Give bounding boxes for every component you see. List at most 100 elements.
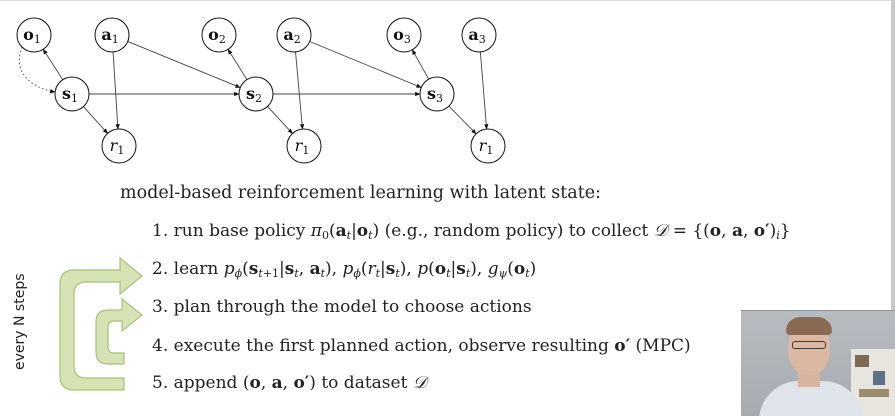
step-1-text-a: run base policy <box>173 221 311 241</box>
node-o1: o1 <box>16 17 52 53</box>
subtitle: model-based reinforcement learning with … <box>120 183 601 203</box>
step-2-number: 2. <box>152 259 169 279</box>
step-3-number: 3. <box>152 297 169 317</box>
edge-o1-to-s1 <box>19 46 56 94</box>
webcam-person-glasses <box>792 341 826 349</box>
node-label-base: a <box>283 25 293 44</box>
step-5-formula-tuple: (o, a, o′) <box>242 373 316 393</box>
edge-a2-to-r1b <box>295 51 305 130</box>
node-label-base: r <box>479 136 488 155</box>
step-4: 4. execute the first planned action, obs… <box>152 336 691 356</box>
node-label-base: r <box>295 136 304 155</box>
node-circle <box>16 17 52 53</box>
node-r1c: r1 <box>470 128 506 164</box>
step-5-number: 5. <box>152 373 169 393</box>
edge-a3-to-r1c <box>479 51 489 130</box>
node-r1a: r1 <box>101 128 137 164</box>
loop-arrows <box>59 256 143 391</box>
webcam-shelf-item <box>855 355 869 367</box>
node-label-base: s <box>246 84 255 103</box>
node-label-subscript: 1 <box>112 33 119 46</box>
edge-s3-to-r1c <box>448 105 477 135</box>
webcam-shelf-item <box>859 389 889 397</box>
step-2-formula: pϕ(st+1|st, at), pϕ(rt|st), p(ot|st), gψ… <box>223 259 537 280</box>
node-label: o1 <box>23 25 41 46</box>
step-4-text-b: (MPC) <box>630 336 691 356</box>
node-circle <box>94 17 130 53</box>
right-border <box>891 0 895 415</box>
node-circle <box>201 17 237 53</box>
node-s1: s1 <box>54 76 90 112</box>
node-label: r1 <box>110 136 125 157</box>
step-1-formula-dataset: 𝒟 = {(o, a, o′)i} <box>653 221 791 242</box>
edge-s2-to-r1b <box>267 106 293 134</box>
webcam-video <box>741 310 895 416</box>
node-label: o3 <box>393 25 411 46</box>
edge-a2-to-s3 <box>309 41 422 88</box>
node-circle <box>238 76 274 112</box>
node-label-base: r <box>110 136 119 155</box>
node-circle <box>101 128 137 164</box>
node-label-base: o <box>23 25 34 44</box>
step-5-text-b: to dataset <box>315 373 413 393</box>
loop-label: every N steps <box>12 273 28 370</box>
node-label: a1 <box>101 25 118 46</box>
edge-s1-to-o1 <box>42 48 64 80</box>
node-s3: s3 <box>419 76 455 112</box>
step-5-text-a: append <box>173 373 243 393</box>
node-circle <box>461 17 497 53</box>
step-4-number: 4. <box>152 336 169 356</box>
inner-loop-arrow <box>95 297 143 365</box>
node-circle <box>419 76 455 112</box>
node-r1b: r1 <box>286 128 322 164</box>
node-label-subscript: 1 <box>302 144 309 157</box>
node-label: s2 <box>246 84 262 105</box>
step-2: 2. learn pϕ(st+1|st, at), pϕ(rt|st), p(o… <box>152 259 536 279</box>
node-label-subscript: 1 <box>34 33 41 46</box>
node-a1: a1 <box>94 17 130 53</box>
step-1-number: 1. <box>152 221 169 241</box>
diagram-edges <box>19 41 489 135</box>
node-circle <box>470 128 506 164</box>
node-label-base: a <box>468 25 478 44</box>
node-a3: a3 <box>461 17 497 53</box>
node-label-subscript: 1 <box>117 144 124 157</box>
webcam-person-hair <box>786 317 832 335</box>
step-5: 5. append (o, a, o′) to dataset 𝒟 <box>152 373 426 393</box>
step-1-text-b: (e.g., random policy) to collect <box>379 221 654 241</box>
node-label: o2 <box>208 25 226 46</box>
node-circle <box>286 128 322 164</box>
step-3-text: plan through the model to choose actions <box>173 297 532 317</box>
node-label-subscript: 3 <box>404 33 411 46</box>
node-label-subscript: 3 <box>479 33 486 46</box>
node-label: a2 <box>283 25 300 46</box>
edge-a1-to-r1a <box>112 51 120 130</box>
step-1-formula-policy: π0(at|ot) <box>310 221 380 242</box>
node-label-base: o <box>393 25 404 44</box>
step-4-formula: o′ <box>614 336 631 356</box>
edge-s3-to-o3 <box>411 49 430 80</box>
node-label: r1 <box>295 136 310 157</box>
node-label-subscript: 1 <box>71 92 78 105</box>
edge-s1-to-r1a <box>83 106 108 134</box>
node-circle <box>386 17 422 53</box>
node-a2: a2 <box>276 17 312 53</box>
node-label-base: o <box>208 25 219 44</box>
node-label-base: s <box>427 84 436 103</box>
step-5-formula-dataset: 𝒟 <box>412 373 427 393</box>
webcam-shelf-item <box>873 371 885 385</box>
top-border <box>0 0 895 1</box>
node-label: s1 <box>62 84 78 105</box>
node-label-subscript: 2 <box>219 33 226 46</box>
node-s2: s2 <box>238 76 274 112</box>
node-label-subscript: 1 <box>486 144 493 157</box>
edge-s2-to-o2 <box>227 48 248 80</box>
node-label-subscript: 2 <box>255 92 262 105</box>
edge-a1-to-s2 <box>127 41 241 88</box>
node-o2: o2 <box>201 17 237 53</box>
node-label-base: s <box>62 84 71 103</box>
node-circle <box>276 17 312 53</box>
outer-loop-arrow <box>59 256 143 391</box>
